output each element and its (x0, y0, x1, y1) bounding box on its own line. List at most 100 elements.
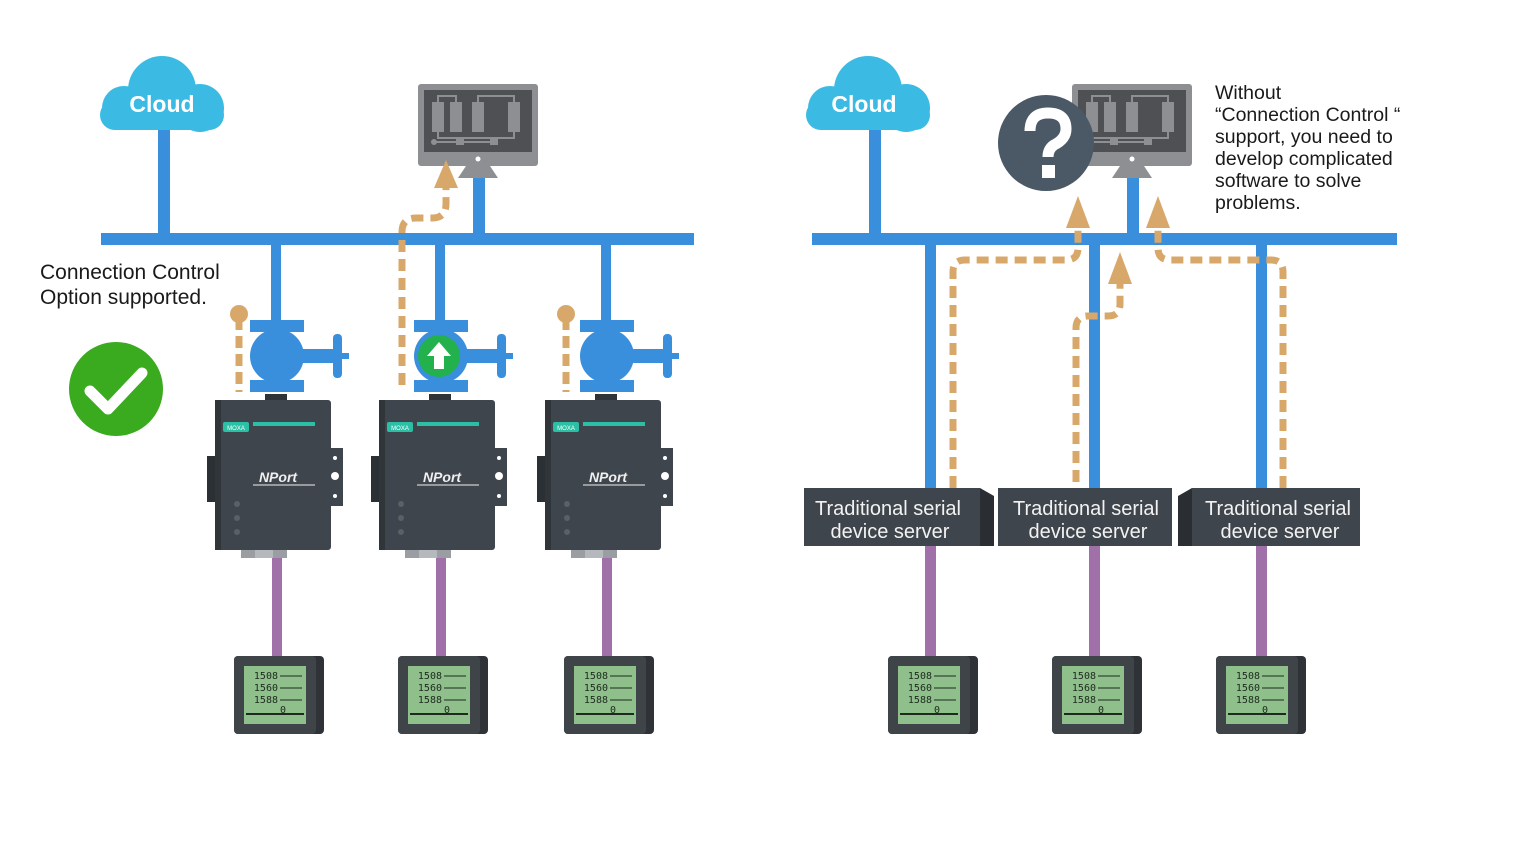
left-drop-1 (271, 240, 281, 320)
device-brand: MOXA (391, 426, 409, 432)
active-connection-indicator (418, 335, 460, 377)
meter-row-3: 1588 (418, 695, 442, 706)
right-meter-3: 1508 1560 1588 0 (1215, 655, 1307, 735)
left-panel: Cloud MOXA NPort (69, 56, 694, 735)
server-label-line2: device server (831, 521, 950, 543)
left-drop-2 (435, 240, 445, 320)
data-path-1 (949, 226, 1082, 488)
device-brand: MOXA (227, 426, 245, 432)
note-line: Option supported. (40, 286, 207, 309)
meter-total: 0 (444, 705, 450, 716)
right-data-paths (949, 226, 1287, 488)
left-cloud-uplink (158, 125, 170, 237)
right-cloud-label: Cloud (831, 91, 896, 117)
note-line: develop complicated (1215, 148, 1393, 170)
power-meter-icon (397, 655, 489, 735)
note-line: “Connection Control “ (1215, 104, 1401, 126)
left-backbone (101, 233, 694, 245)
left-valve-1 (250, 320, 349, 392)
meter-row-1: 1508 (1236, 671, 1260, 682)
meter-row-1: 1508 (908, 671, 932, 682)
meter-row-2: 1560 (418, 683, 442, 694)
meter-row-3: 1588 (1236, 695, 1260, 706)
server-label-line2: device server (1221, 521, 1340, 543)
meter-row-1: 1508 (584, 671, 608, 682)
meter-total: 0 (280, 705, 286, 716)
note-line: problems. (1215, 192, 1301, 214)
data-path-2 (1072, 282, 1124, 482)
traditional-server-1: Traditional serial device server (804, 488, 994, 546)
without-connection-control-note: Without “Connection Control “ support, y… (1215, 82, 1400, 214)
meter-row-3: 1588 (908, 695, 932, 706)
left-meter-1: 1508 1560 1588 0 (233, 655, 325, 735)
valve-icon (580, 320, 679, 392)
power-meter-icon (1051, 655, 1143, 735)
device-model: NPort (259, 469, 298, 485)
meter-row-3: 1588 (584, 695, 608, 706)
right-drop-2 (1089, 240, 1100, 490)
meter-row-1: 1508 (1072, 671, 1096, 682)
meter-row-2: 1560 (908, 683, 932, 694)
traditional-server-3: Traditional serial device server (1178, 488, 1360, 546)
power-meter-icon (563, 655, 655, 735)
meter-total: 0 (1262, 705, 1268, 716)
question-circle-icon (998, 95, 1094, 191)
traditional-server-2: Traditional serial device server (998, 488, 1172, 546)
left-cloud-label: Cloud (129, 91, 194, 117)
power-meter-icon (887, 655, 979, 735)
server-label-line1: Traditional serial (1013, 498, 1159, 520)
meter-row-2: 1560 (1072, 683, 1096, 694)
meter-row-1: 1508 (418, 671, 442, 682)
right-network (812, 125, 1397, 490)
data-path-3 (1154, 226, 1287, 488)
left-meter-3: 1508 1560 1588 0 (563, 655, 655, 735)
meter-row-3: 1588 (1072, 695, 1096, 706)
device-brand: MOXA (557, 426, 575, 432)
note-line: support, you need to (1215, 126, 1393, 148)
right-cloud-uplink (869, 125, 881, 237)
right-monitor-uplink (1127, 178, 1139, 238)
right-drop-1 (925, 240, 936, 490)
meter-row-3: 1588 (254, 695, 278, 706)
left-drop-3 (601, 240, 611, 320)
note-line: software to solve (1215, 170, 1362, 192)
check-circle-icon (69, 342, 163, 436)
meter-total: 0 (1098, 705, 1104, 716)
device-model: NPort (423, 469, 462, 485)
nport-device-1: MOXA NPort (207, 394, 343, 558)
right-panel: Cloud Traditional serial device ser (804, 56, 1397, 735)
power-meter-icon (233, 655, 325, 735)
left-cloud: Cloud (100, 56, 224, 132)
valve-icon (250, 320, 349, 392)
right-data-arrowheads (1066, 196, 1170, 284)
right-drop-3 (1256, 240, 1267, 490)
left-meter-2: 1508 1560 1588 0 (397, 655, 489, 735)
meter-row-1: 1508 (254, 671, 278, 682)
power-meter-icon (1215, 655, 1307, 735)
right-meter-1: 1508 1560 1588 0 (887, 655, 979, 735)
left-monitor (417, 83, 539, 179)
meter-row-2: 1560 (254, 683, 278, 694)
right-cloud: Cloud (806, 56, 930, 132)
server-label-line1: Traditional serial (815, 498, 961, 520)
server-label-line2: device server (1029, 521, 1148, 543)
left-data-arrowhead (434, 160, 458, 188)
server-label-line1: Traditional serial (1205, 498, 1351, 520)
left-serial-cables (272, 558, 612, 656)
meter-row-2: 1560 (1236, 683, 1260, 694)
device-model: NPort (589, 469, 628, 485)
meter-row-2: 1560 (584, 683, 608, 694)
connection-control-supported-note: Connection Control Option supported. (40, 260, 220, 310)
left-data-path (398, 160, 458, 385)
meter-total: 0 (610, 705, 616, 716)
meter-total: 0 (934, 705, 940, 716)
right-meter-2: 1508 1560 1588 0 (1051, 655, 1143, 735)
left-network (101, 125, 694, 320)
monitor-icon (417, 83, 539, 179)
left-valve-3 (580, 320, 679, 392)
nport-device-2: MOXA NPort (371, 394, 507, 558)
right-serial-cables (925, 546, 1267, 656)
nport-device-3: MOXA NPort (537, 394, 673, 558)
note-line: Without (1215, 82, 1282, 104)
